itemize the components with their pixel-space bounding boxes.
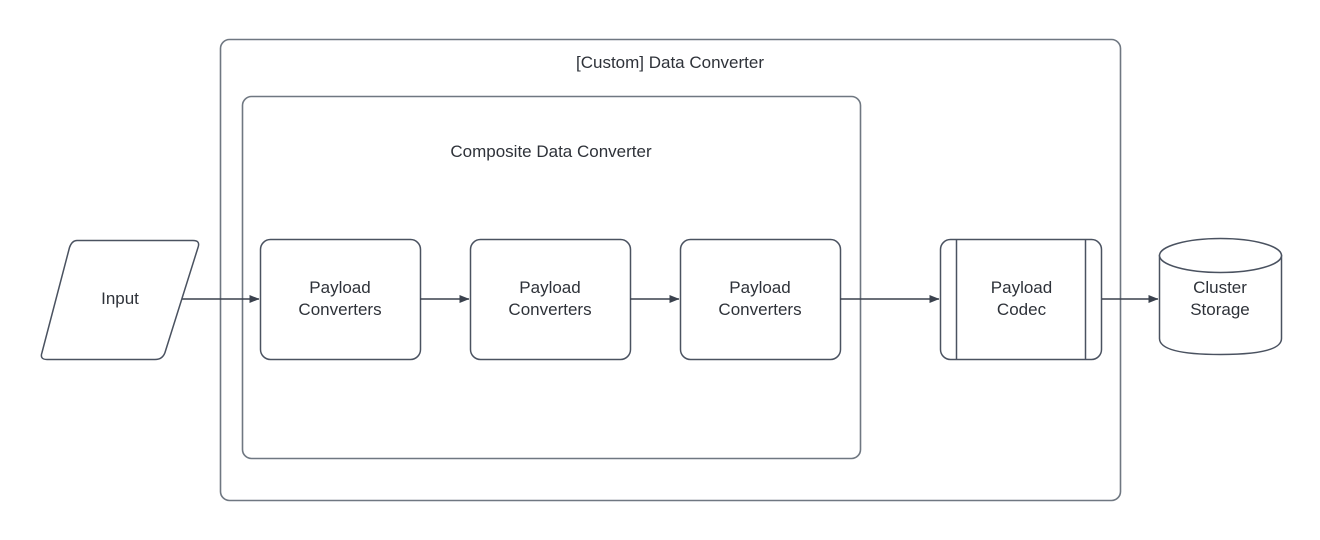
node-input[interactable] (40, 239, 200, 361)
node-payload-codec[interactable] (939, 238, 1103, 361)
node-cluster-storage[interactable] (1158, 237, 1283, 356)
node-payload-converters-2[interactable] (469, 238, 632, 361)
node-payload-converters-3[interactable] (679, 238, 842, 361)
cylinder-top-ellipse (1158, 237, 1283, 274)
node-payload-converters-1[interactable] (259, 238, 422, 361)
